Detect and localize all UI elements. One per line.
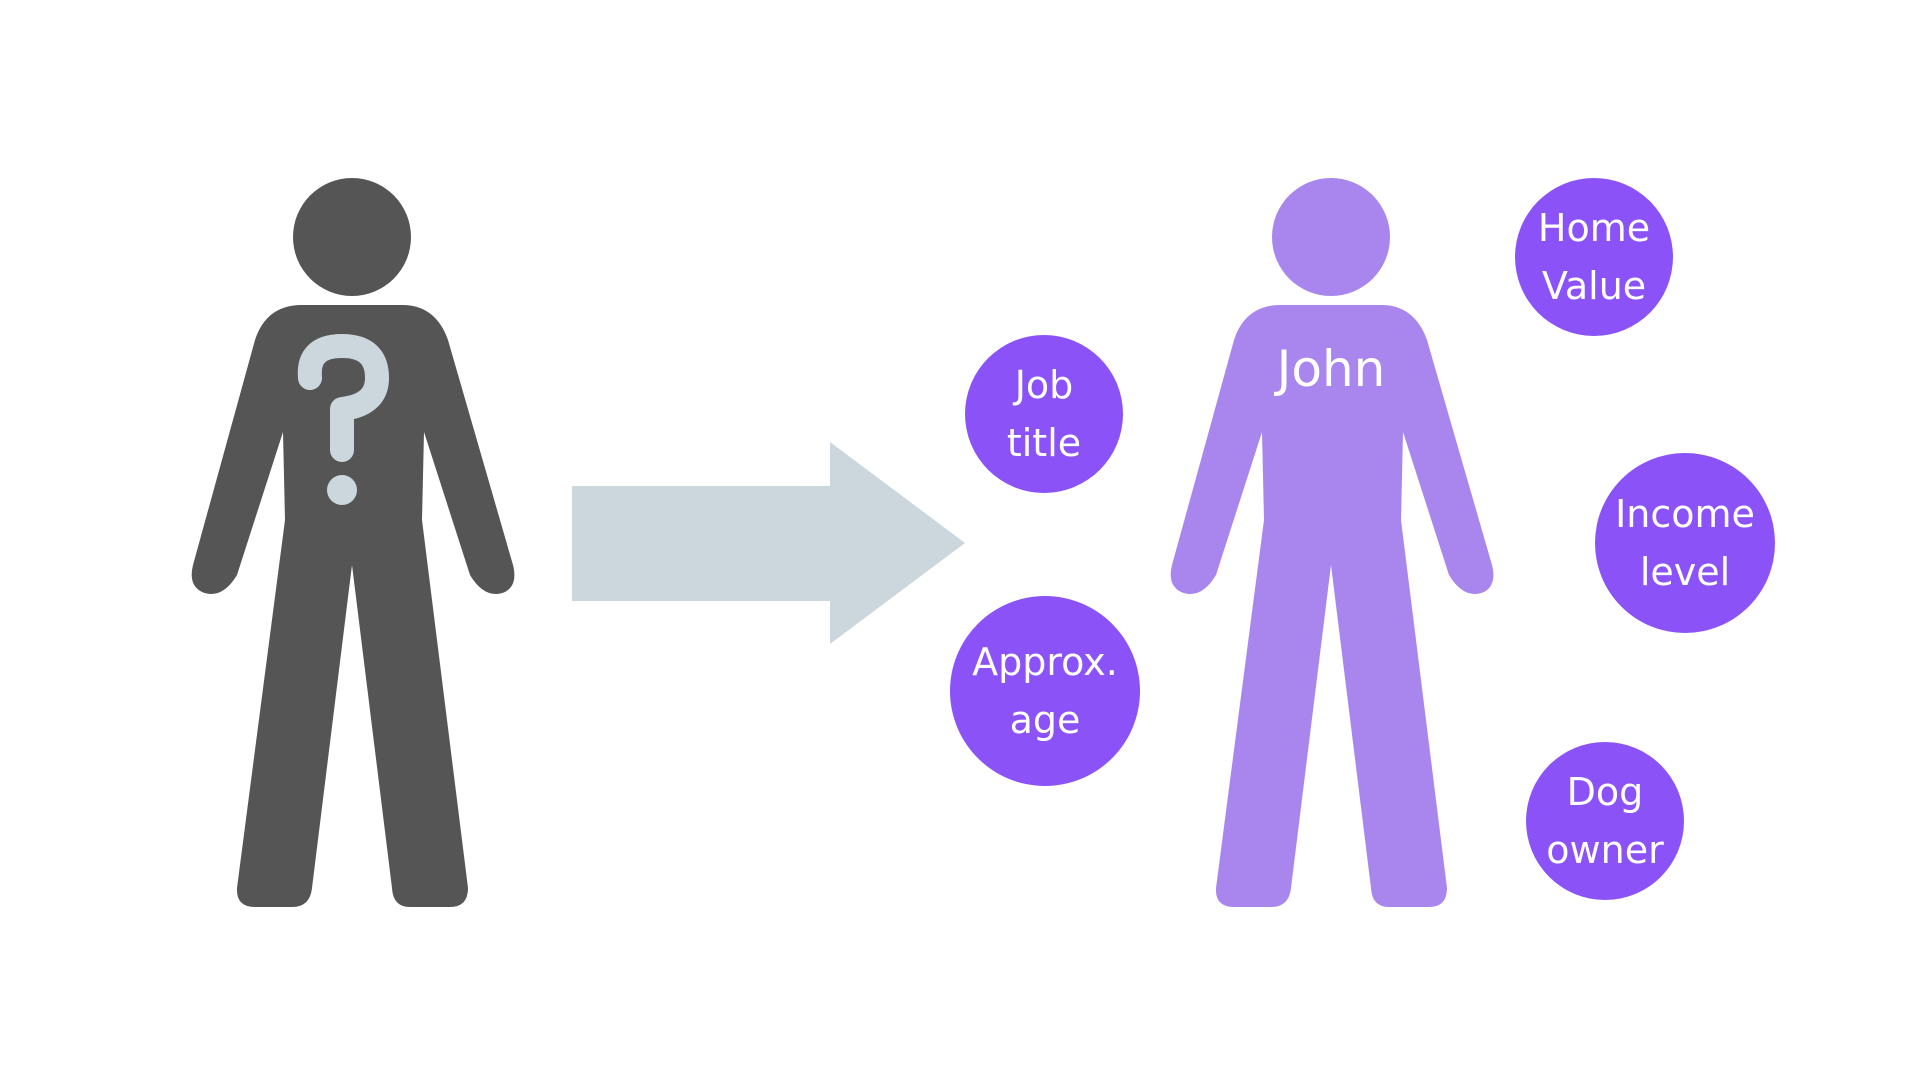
attribute-bubble-job-title: Job title: [965, 335, 1123, 493]
attribute-bubble-home-value: Home Value: [1515, 178, 1673, 336]
question-mark-icon: [297, 334, 389, 505]
attribute-line: Job: [1014, 363, 1074, 407]
attribute-line: Approx.: [972, 640, 1118, 684]
attribute-line: age: [1009, 698, 1081, 742]
attribute-line: level: [1639, 550, 1731, 594]
unknown-person-body: [191, 305, 515, 907]
person-name-label: John: [1276, 340, 1386, 398]
attribute-line: Income: [1615, 492, 1755, 536]
attribute-bubble-income-level: Income level: [1595, 453, 1775, 633]
attribute-line: title: [1006, 421, 1082, 465]
known-person-head: [1272, 178, 1390, 296]
right-arrow-icon: [572, 442, 965, 644]
unknown-person-figure: [191, 178, 515, 907]
attribute-line: Home: [1537, 206, 1651, 250]
attribute-line: owner: [1546, 828, 1664, 872]
attribute-bubble-approx-age: Approx. age: [950, 596, 1140, 786]
known-person-body: [1170, 305, 1494, 907]
attribute-line: Dog: [1566, 770, 1644, 814]
attribute-line: Value: [1541, 264, 1647, 308]
attribute-bubble-dog-owner: Dog owner: [1526, 742, 1684, 900]
known-person-figure: [1170, 178, 1494, 907]
unknown-person-head: [293, 178, 411, 296]
